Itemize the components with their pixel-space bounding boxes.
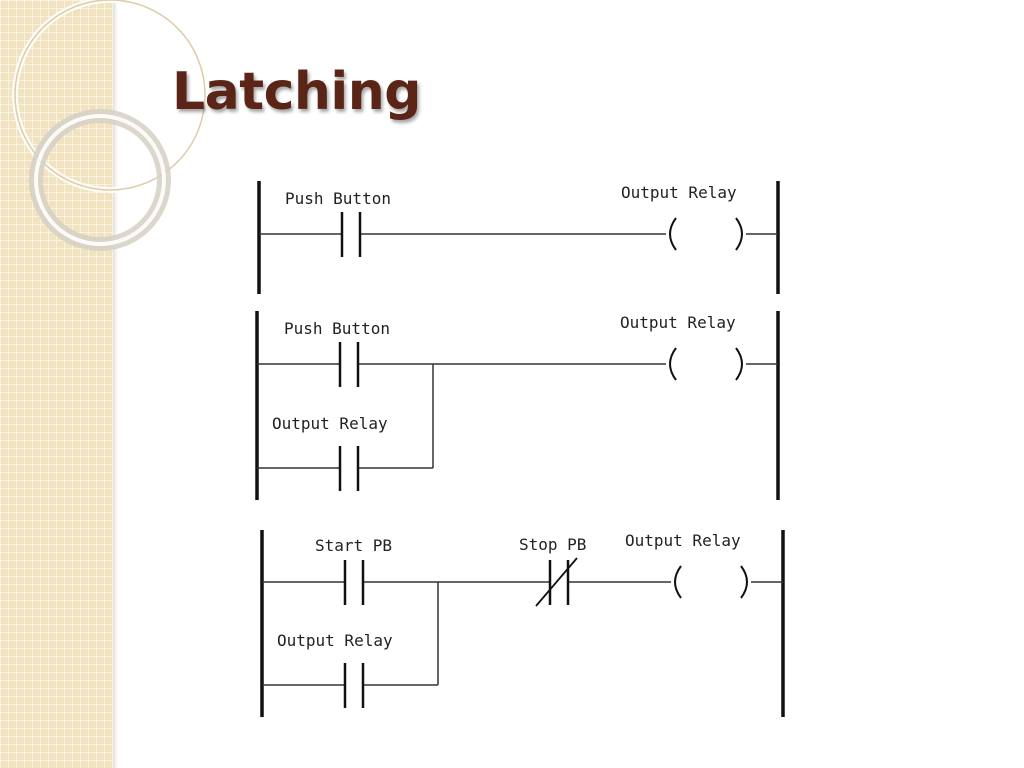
rung3-stop-label: Stop PB	[519, 535, 586, 554]
rung-1: Push Button Output Relay	[257, 181, 780, 294]
rung2-seal-label: Output Relay	[272, 414, 388, 433]
rung3-seal-label: Output Relay	[277, 631, 393, 650]
rung1-contact-label: Push Button	[285, 189, 391, 208]
rung3-seal-contact	[343, 663, 365, 708]
slide-title: Latching	[172, 62, 422, 122]
rung3-coil-label: Output Relay	[625, 531, 741, 550]
rung2-coil-label: Output Relay	[620, 313, 736, 332]
rung1-coil-label: Output Relay	[621, 183, 737, 202]
sidebar-shadow	[113, 0, 118, 768]
decorative-circles	[12, 0, 208, 251]
rung1-no-contact	[340, 212, 362, 257]
rung2-contact-label: Push Button	[284, 319, 390, 338]
rung3-stop-nc-contact	[535, 557, 578, 607]
rung3-start-contact	[343, 560, 365, 605]
rung2-no-contact	[338, 342, 360, 387]
rung-3: Start PB Stop PB Output Relay Output Rel…	[260, 530, 785, 717]
rung2-seal-contact	[338, 446, 360, 491]
rung3-start-label: Start PB	[315, 536, 392, 555]
rung2-coil	[669, 347, 743, 381]
rung-2: Push Button Output Relay Output Relay	[255, 311, 780, 500]
rung1-coil	[669, 217, 743, 251]
rung3-coil	[674, 565, 748, 599]
